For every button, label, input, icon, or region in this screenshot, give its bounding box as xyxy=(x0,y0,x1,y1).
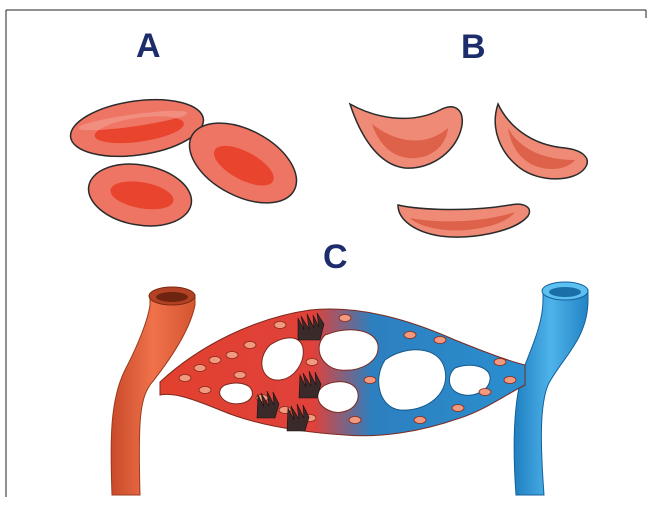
sickle-cells xyxy=(350,104,587,237)
normal-cell-1 xyxy=(67,92,207,164)
panel-label-b: B xyxy=(461,28,486,66)
sickle-cell-2 xyxy=(495,104,587,179)
capillary-bed xyxy=(160,309,525,436)
normal-red-blood-cells xyxy=(67,92,310,234)
vessel-occlusion-diagram xyxy=(111,282,588,495)
vein xyxy=(514,282,588,495)
panel-label-a: A xyxy=(136,27,161,65)
sickle-cell-3 xyxy=(398,204,529,237)
sickle-cell-1 xyxy=(350,104,462,168)
normal-cell-3 xyxy=(84,156,197,233)
panel-label-c: C xyxy=(323,238,348,276)
